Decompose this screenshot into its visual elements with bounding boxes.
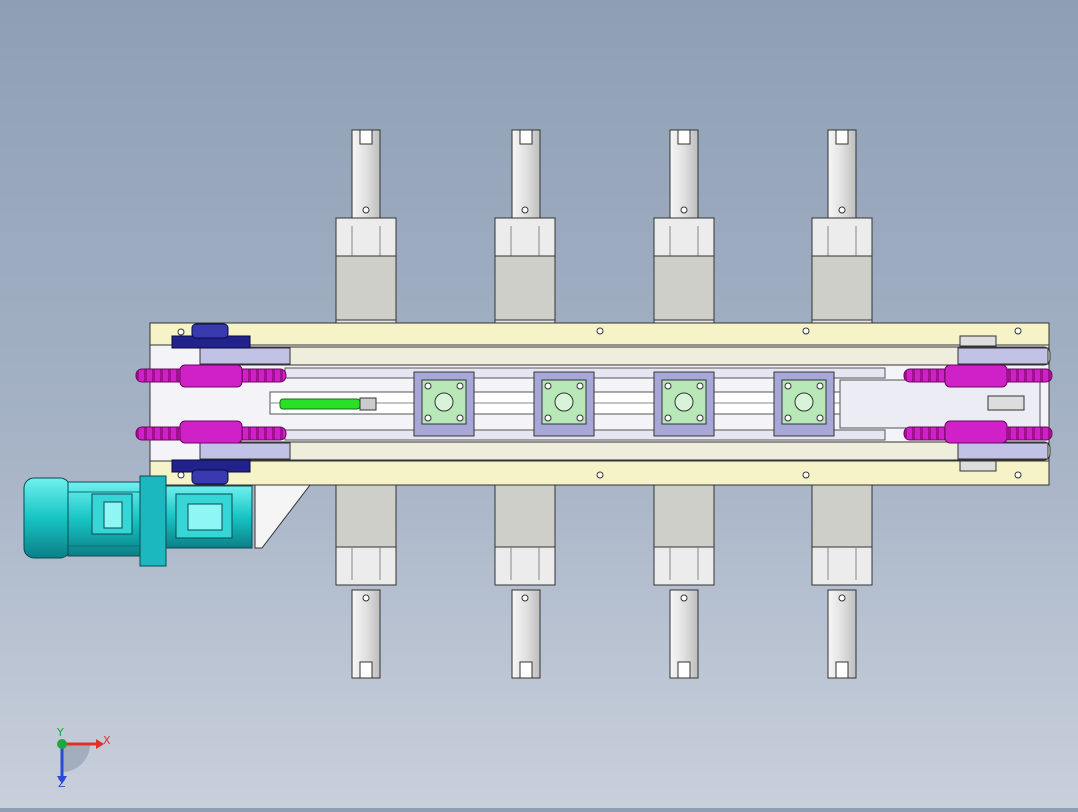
upper-cylinder-4 <box>811 129 873 329</box>
bearings <box>171 323 251 485</box>
carriage-2 <box>533 371 595 437</box>
sprockets <box>135 364 1053 444</box>
x-axis-label: X <box>103 734 111 747</box>
upper-cylinders <box>335 129 873 329</box>
upper-cylinder-2 <box>494 129 556 329</box>
upper-cylinder-1 <box>335 129 397 329</box>
lower-cylinder-4 <box>811 484 873 679</box>
carriage-4 <box>773 371 835 437</box>
carriages <box>413 371 835 437</box>
carriage-1 <box>413 371 475 437</box>
triad-plane-icon <box>62 744 90 772</box>
view-triad[interactable] <box>57 739 104 784</box>
upper-cylinder-3 <box>653 129 715 329</box>
lower-cylinder-3 <box>653 484 715 679</box>
lower-cylinder-1 <box>335 484 397 679</box>
y-axis-dot-icon <box>57 739 67 749</box>
z-axis-label: Z <box>58 777 66 790</box>
carriage-3 <box>653 371 715 437</box>
lower-cylinder-2 <box>494 484 556 679</box>
drive-motor <box>23 475 253 567</box>
lower-cylinders <box>335 484 873 679</box>
y-axis-label: Y <box>57 726 64 739</box>
